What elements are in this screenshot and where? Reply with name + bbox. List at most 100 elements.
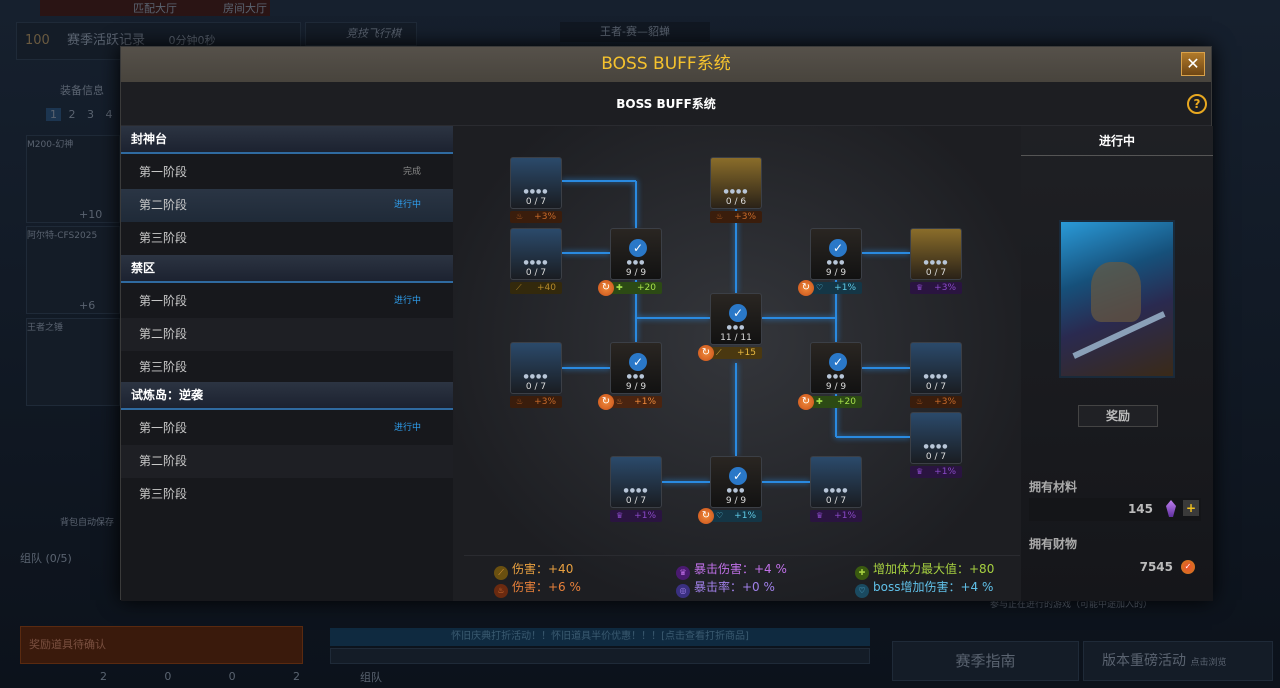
tab-match-lobby[interactable]: 匹配大厅 [40, 0, 270, 16]
stage-group-header: 禁区 [121, 255, 453, 283]
help-button[interactable]: ? [1187, 94, 1207, 114]
season-record-label: 赛季活跃记录 [67, 33, 146, 48]
buff-node[interactable]: ●●●●0 / 7 [610, 456, 662, 508]
reward-pending-button[interactable]: 奖励道具待确认 [20, 626, 303, 664]
buff-node[interactable]: ✓●●●9 / 9 [810, 342, 862, 394]
sword-buff-icon: ⟋ [516, 283, 522, 292]
reset-icon[interactable]: ↻ [698, 508, 714, 524]
version-event-button[interactable]: 版本重磅活动 点击浏览 [1083, 641, 1273, 681]
boss-status: 进行中 [1021, 126, 1213, 156]
materials-box: 145 + [1029, 498, 1201, 521]
buff-node[interactable]: ●●●●0 / 6 [710, 157, 762, 209]
buff-badge: ♛+1% [910, 466, 962, 478]
buff-value: +1% [734, 511, 756, 521]
star-rating-icon: ●●● [826, 259, 846, 266]
reset-icon[interactable]: ↻ [798, 280, 814, 296]
node-progress: 0 / 7 [525, 197, 547, 207]
chat-channel[interactable]: 组队 [360, 671, 382, 684]
stage-phase-item[interactable]: 第三阶段 [121, 478, 453, 511]
phase-label: 第三阶段 [139, 360, 188, 374]
purple-buff-icon: ♛ [816, 511, 824, 520]
close-icon: ✕ [1186, 54, 1200, 73]
purple-buff-icon: ♛ [676, 566, 690, 580]
buff-node[interactable]: ●●●●0 / 7 [510, 157, 562, 209]
buff-summary-item: ✚增加体力最大值：+80 [855, 560, 994, 580]
node-progress: 0 / 7 [625, 496, 647, 506]
buff-badge: ♛+3% [910, 282, 962, 294]
buff-node[interactable]: ●●●● 0 / 7 [910, 412, 962, 464]
buff-node[interactable]: ●●●●0 / 7 [910, 342, 962, 394]
buff-node[interactable]: ●●●●0 / 7 [810, 456, 862, 508]
dialog-title-bar[interactable]: BOSS BUFF系统 [121, 47, 1211, 82]
green-buff-icon: ✚ [816, 397, 823, 406]
star-rating-icon: ●●● [826, 373, 846, 380]
weapon-slot[interactable]: M200-幻神+10 [26, 135, 120, 223]
slot-4[interactable]: 4 [105, 108, 113, 121]
weapon-name: 王者之锤 [27, 323, 64, 333]
stage-phase-item[interactable]: 第二阶段 [121, 445, 453, 478]
buff-value: +20 [837, 397, 856, 407]
weapon-name: M200-幻神 [27, 140, 74, 150]
slot-2[interactable]: 2 [68, 108, 76, 121]
buff-summary-label: 暴击伤害：+4 % [694, 562, 787, 576]
auto-save-toggle[interactable]: 背包自动保存 [60, 518, 115, 528]
phase-label: 第二阶段 [139, 198, 188, 212]
buff-node[interactable]: ●●●●0 / 7 [910, 228, 962, 280]
buff-node[interactable]: ✓●●●9 / 9 [810, 228, 862, 280]
close-button[interactable]: ✕ [1181, 52, 1205, 76]
slot-3[interactable]: 3 [87, 108, 94, 121]
node-progress: 0 / 7 [925, 452, 947, 462]
team-label: 组队 (0/5) [20, 552, 72, 565]
reset-icon[interactable]: ↻ [598, 280, 614, 296]
cyan-buff-icon: ♡ [816, 283, 824, 292]
buff-summary-label: boss增加伤害：+4 % [873, 580, 994, 594]
weapon-slot[interactable]: 王者之锤 [26, 318, 120, 406]
reset-icon[interactable]: ↻ [798, 394, 814, 410]
dialog-subheader: BOSS BUFF系统 [121, 82, 1211, 126]
add-materials-button[interactable]: + [1183, 500, 1199, 516]
buff-node[interactable]: ✓●●●9 / 9 [610, 342, 662, 394]
tab-room-lobby[interactable]: 房间大厅 [160, 0, 330, 16]
weapon-slot[interactable]: 阿尔特-CFS2025+6 [26, 226, 120, 314]
stage-phase-item[interactable]: 第一阶段进行中 [121, 285, 453, 318]
node-progress: 0 / 7 [525, 382, 547, 392]
fire-buff-icon: ♨ [516, 212, 524, 221]
buff-summary-item: ⟋伤害：+40 [494, 560, 573, 580]
buff-badge: ♨+3% [910, 396, 962, 408]
buff-node[interactable]: ●●●●0 / 7 [510, 342, 562, 394]
buff-node[interactable]: ●●●●0 / 7 [510, 228, 562, 280]
stage-phase-item[interactable]: 第一阶段进行中 [121, 412, 453, 445]
node-progress: 0 / 7 [925, 268, 947, 278]
stage-list: 封神台第一阶段完成第二阶段进行中第三阶段禁区第一阶段进行中第二阶段第三阶段试炼岛… [121, 126, 453, 601]
stage-phase-item[interactable]: 第一阶段完成 [121, 156, 453, 189]
stage-phase-item[interactable]: 第二阶段 [121, 318, 453, 351]
star-rating-icon: ●●● [626, 259, 646, 266]
stage-group-header: 封神台 [121, 126, 453, 154]
chat-input[interactable] [330, 648, 870, 664]
season-guide-button[interactable]: 赛季指南 [892, 641, 1079, 681]
purple-buff-icon: ♛ [916, 467, 924, 476]
announcement-banner[interactable]: 怀旧庆典打折活动！！怀旧道具半价优惠！！！[点击查看打折商品] [330, 628, 870, 646]
stage-group-header: 试炼岛：逆袭 [121, 382, 453, 410]
equip-info-tab[interactable]: 装备信息 [60, 84, 104, 97]
stage-phase-item[interactable]: 第三阶段 [121, 222, 453, 255]
slot-1[interactable]: 1 [46, 108, 61, 121]
fire-buff-icon: ♨ [616, 397, 624, 406]
player-name: 王者-赛—貂蝉 [560, 22, 710, 42]
sword-buff-icon: ⟋ [716, 348, 722, 357]
buff-badge: ♡+1% [710, 510, 762, 522]
stage-phase-item[interactable]: 第三阶段 [121, 351, 453, 384]
flight-chess-button[interactable]: 竞技飞行棋 [305, 22, 417, 46]
buff-value: +1% [634, 511, 656, 521]
stage-phase-item[interactable]: 第二阶段进行中 [121, 189, 453, 222]
buff-node[interactable]: ✓●●●11 / 11 [710, 293, 762, 345]
dialog-subtitle: BOSS BUFF系统 [616, 97, 716, 111]
slot-tabs: 1 2 3 4 [46, 108, 117, 121]
buff-node[interactable]: ✓●●●9 / 9 [710, 456, 762, 508]
reset-icon[interactable]: ↻ [698, 345, 714, 361]
phase-label: 第三阶段 [139, 487, 188, 501]
buff-node[interactable]: ✓●●●9 / 9 [610, 228, 662, 280]
reward-button[interactable]: 奖励 [1078, 405, 1158, 427]
star-rating-icon: ●●●● [923, 443, 949, 450]
reset-icon[interactable]: ↻ [598, 394, 614, 410]
